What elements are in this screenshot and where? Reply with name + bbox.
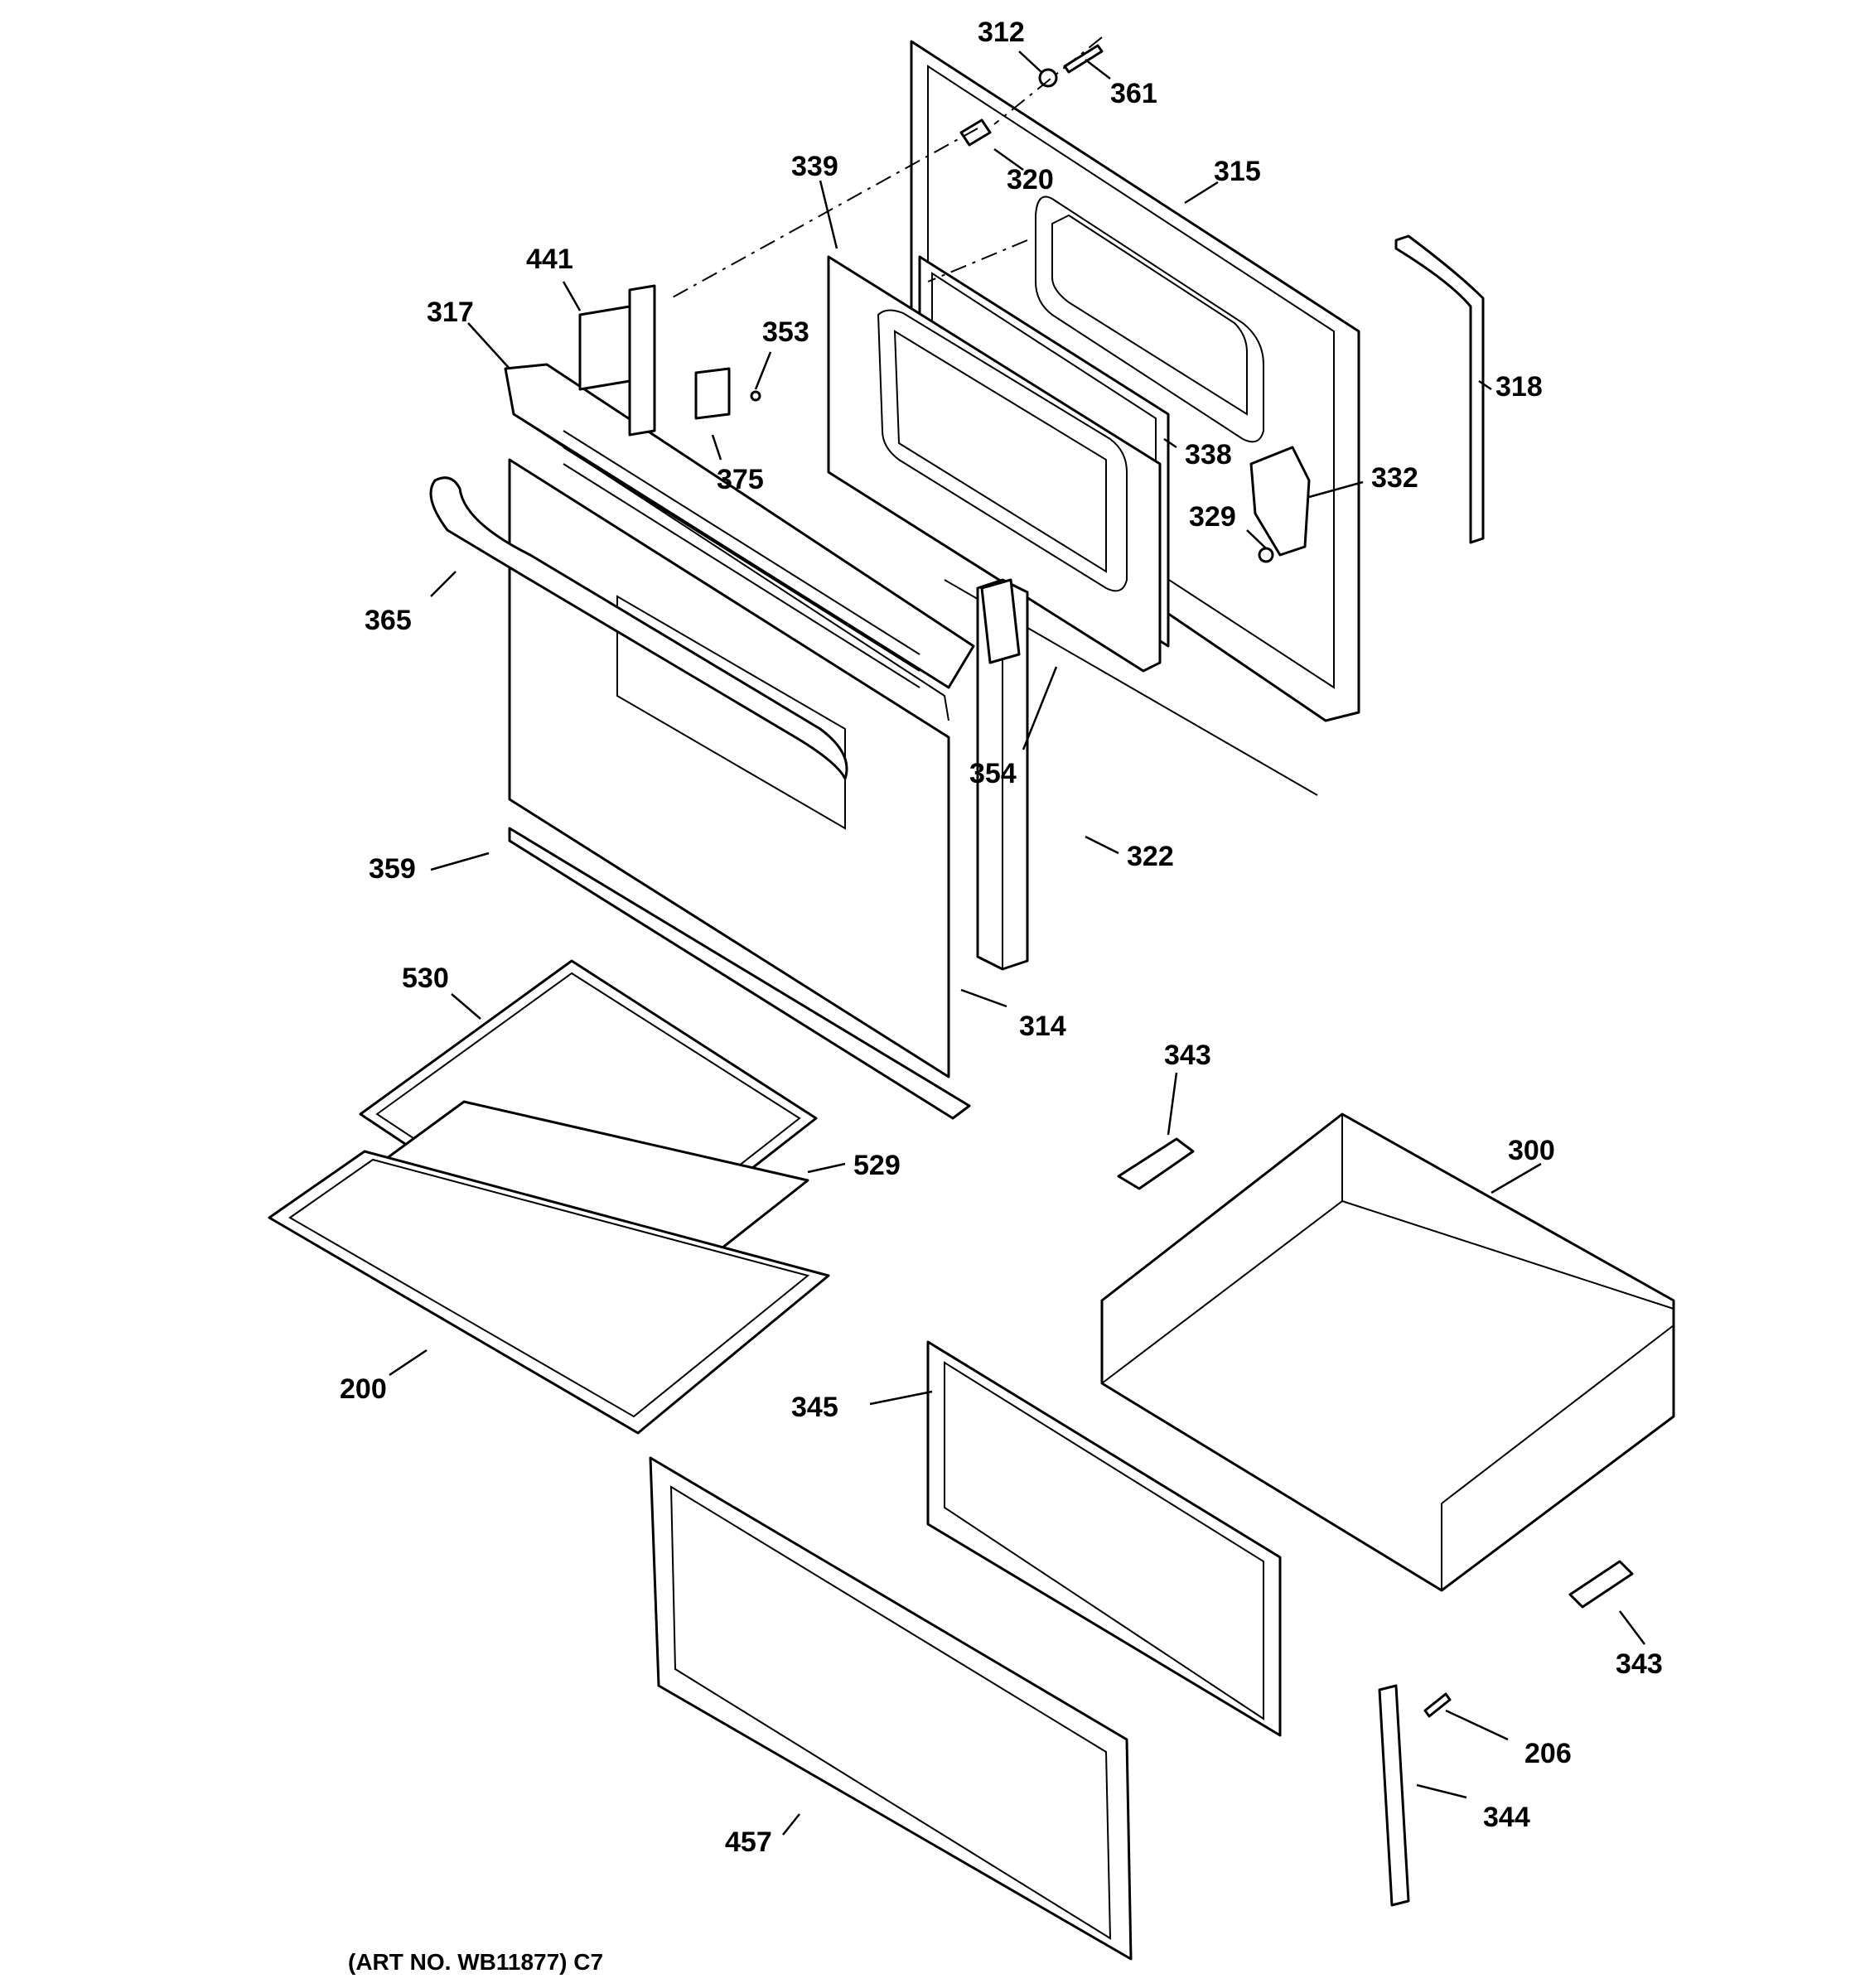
part-339-door-liner <box>827 255 1162 673</box>
part-317-vent-trim <box>504 363 975 721</box>
callout-314: 314 <box>1019 1011 1066 1042</box>
callout-343-bottom: 343 <box>1616 1648 1663 1680</box>
callout-354: 354 <box>969 758 1017 789</box>
part-312-washer <box>1038 68 1058 88</box>
callout-317: 317 <box>427 297 474 328</box>
callout-530: 530 <box>402 963 449 994</box>
part-361-screw <box>1063 44 1104 74</box>
callout-359: 359 <box>369 853 416 885</box>
part-375-bracket <box>694 367 731 420</box>
callout-332: 332 <box>1371 462 1418 494</box>
part-441-hinge-bracket <box>578 284 656 437</box>
part-318-door-gasket <box>1394 234 1485 544</box>
part-322-side-trim <box>976 578 1029 971</box>
callout-200: 200 <box>340 1373 387 1405</box>
part-343-drawer-slide-left <box>1117 1137 1195 1190</box>
callout-344: 344 <box>1483 1802 1530 1833</box>
part-200-oven-rack <box>268 1150 830 1435</box>
part-206-screw <box>1423 1692 1452 1718</box>
part-329-screw <box>1258 547 1274 563</box>
callout-361: 361 <box>1110 78 1157 109</box>
callout-343-top: 343 <box>1164 1040 1211 1071</box>
callout-329: 329 <box>1189 501 1236 533</box>
part-343-drawer-slide-right <box>1568 1560 1634 1609</box>
art-number-footer: (ART NO. WB11877) C7 <box>348 1949 603 1975</box>
callout-338: 338 <box>1185 439 1232 470</box>
part-300-drawer-body <box>1100 1112 1675 1592</box>
part-332-block <box>1249 446 1311 557</box>
callout-353: 353 <box>762 316 809 348</box>
part-320-pin <box>959 118 992 147</box>
leader-lines <box>389 51 1645 1836</box>
part-359-door-bottom-trim <box>508 827 971 1120</box>
callout-345: 345 <box>791 1392 838 1423</box>
callout-315: 315 <box>1214 156 1261 187</box>
callout-457: 457 <box>725 1826 772 1858</box>
callout-206: 206 <box>1524 1738 1572 1769</box>
part-457-drawer-front <box>649 1456 1133 1961</box>
callout-365: 365 <box>365 605 412 636</box>
part-344-drawer-rail <box>1378 1684 1410 1907</box>
callout-375: 375 <box>717 464 764 495</box>
callout-339: 339 <box>791 151 838 182</box>
part-345-drawer-inner-panel <box>926 1340 1282 1737</box>
callout-300: 300 <box>1508 1135 1555 1166</box>
callout-312: 312 <box>978 17 1025 48</box>
callout-322: 322 <box>1127 841 1174 872</box>
callout-labels: 312 361 320 339 315 441 317 353 318 375 … <box>340 17 1663 1858</box>
callout-320: 320 <box>1007 164 1054 195</box>
part-353-screw <box>750 390 761 402</box>
callout-529: 529 <box>853 1150 901 1181</box>
callout-441: 441 <box>526 244 573 275</box>
part-side-hinge-plate <box>980 578 1021 664</box>
callout-318: 318 <box>1495 371 1543 403</box>
part-365-door-handle <box>429 476 848 780</box>
